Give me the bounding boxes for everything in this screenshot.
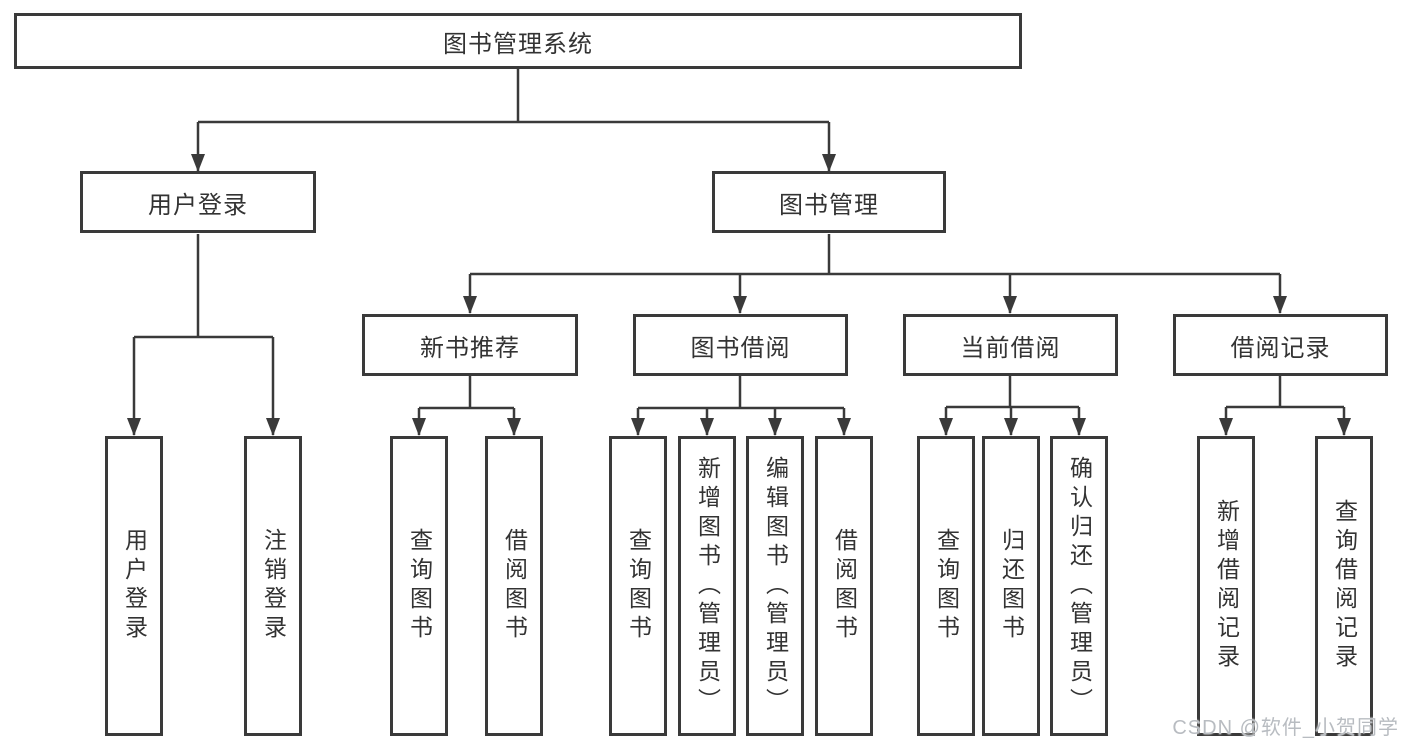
leaf-edit-books-admin: 编辑图书（管理员） <box>746 436 804 736</box>
node-user-login: 用户登录 <box>80 171 316 233</box>
node-current-borrow: 当前借阅 <box>903 314 1118 376</box>
leaf-borrow-books: 借阅图书 <box>815 436 873 736</box>
leaf-label: 查询图书 <box>625 528 652 644</box>
leaf-query-books-current: 查询图书 <box>917 436 975 736</box>
node-borrow-record: 借阅记录 <box>1173 314 1388 376</box>
leaf-label: 归还图书 <box>998 528 1025 644</box>
leaf-label: 编辑图书（管理员） <box>762 455 789 717</box>
node-root-system: 图书管理系统 <box>14 13 1022 69</box>
leaf-label: 新增借阅记录 <box>1213 499 1240 673</box>
leaf-user-login: 用户登录 <box>105 436 163 736</box>
leaf-label: 查询借阅记录 <box>1331 499 1358 673</box>
node-new-book-recommend: 新书推荐 <box>362 314 578 376</box>
node-book-management: 图书管理 <box>712 171 946 233</box>
leaf-label: 用户登录 <box>121 528 148 644</box>
leaf-borrow-books-recommend: 借阅图书 <box>485 436 543 736</box>
leaf-query-books-recommend: 查询图书 <box>390 436 448 736</box>
leaf-add-books-admin: 新增图书（管理员） <box>678 436 736 736</box>
leaf-label: 查询图书 <box>933 528 960 644</box>
leaf-label: 新增图书（管理员） <box>694 455 721 717</box>
leaf-return-books: 归还图书 <box>982 436 1040 736</box>
connector-rails <box>134 69 1344 410</box>
leaf-query-borrow-record: 查询借阅记录 <box>1315 436 1373 736</box>
leaf-label: 注销登录 <box>260 528 287 644</box>
leaf-query-books-borrow: 查询图书 <box>609 436 667 736</box>
leaf-add-borrow-record: 新增借阅记录 <box>1197 436 1255 736</box>
leaf-confirm-return-admin: 确认归还（管理员） <box>1050 436 1108 736</box>
leaf-label: 查询图书 <box>406 528 433 644</box>
leaf-label: 确认归还（管理员） <box>1066 455 1093 717</box>
node-book-borrow: 图书借阅 <box>633 314 848 376</box>
leaf-logout: 注销登录 <box>244 436 302 736</box>
csdn-watermark: CSDN @软件_小贺同学 <box>1172 717 1399 739</box>
leaf-label: 借阅图书 <box>501 528 528 644</box>
leaf-label: 借阅图书 <box>831 528 858 644</box>
